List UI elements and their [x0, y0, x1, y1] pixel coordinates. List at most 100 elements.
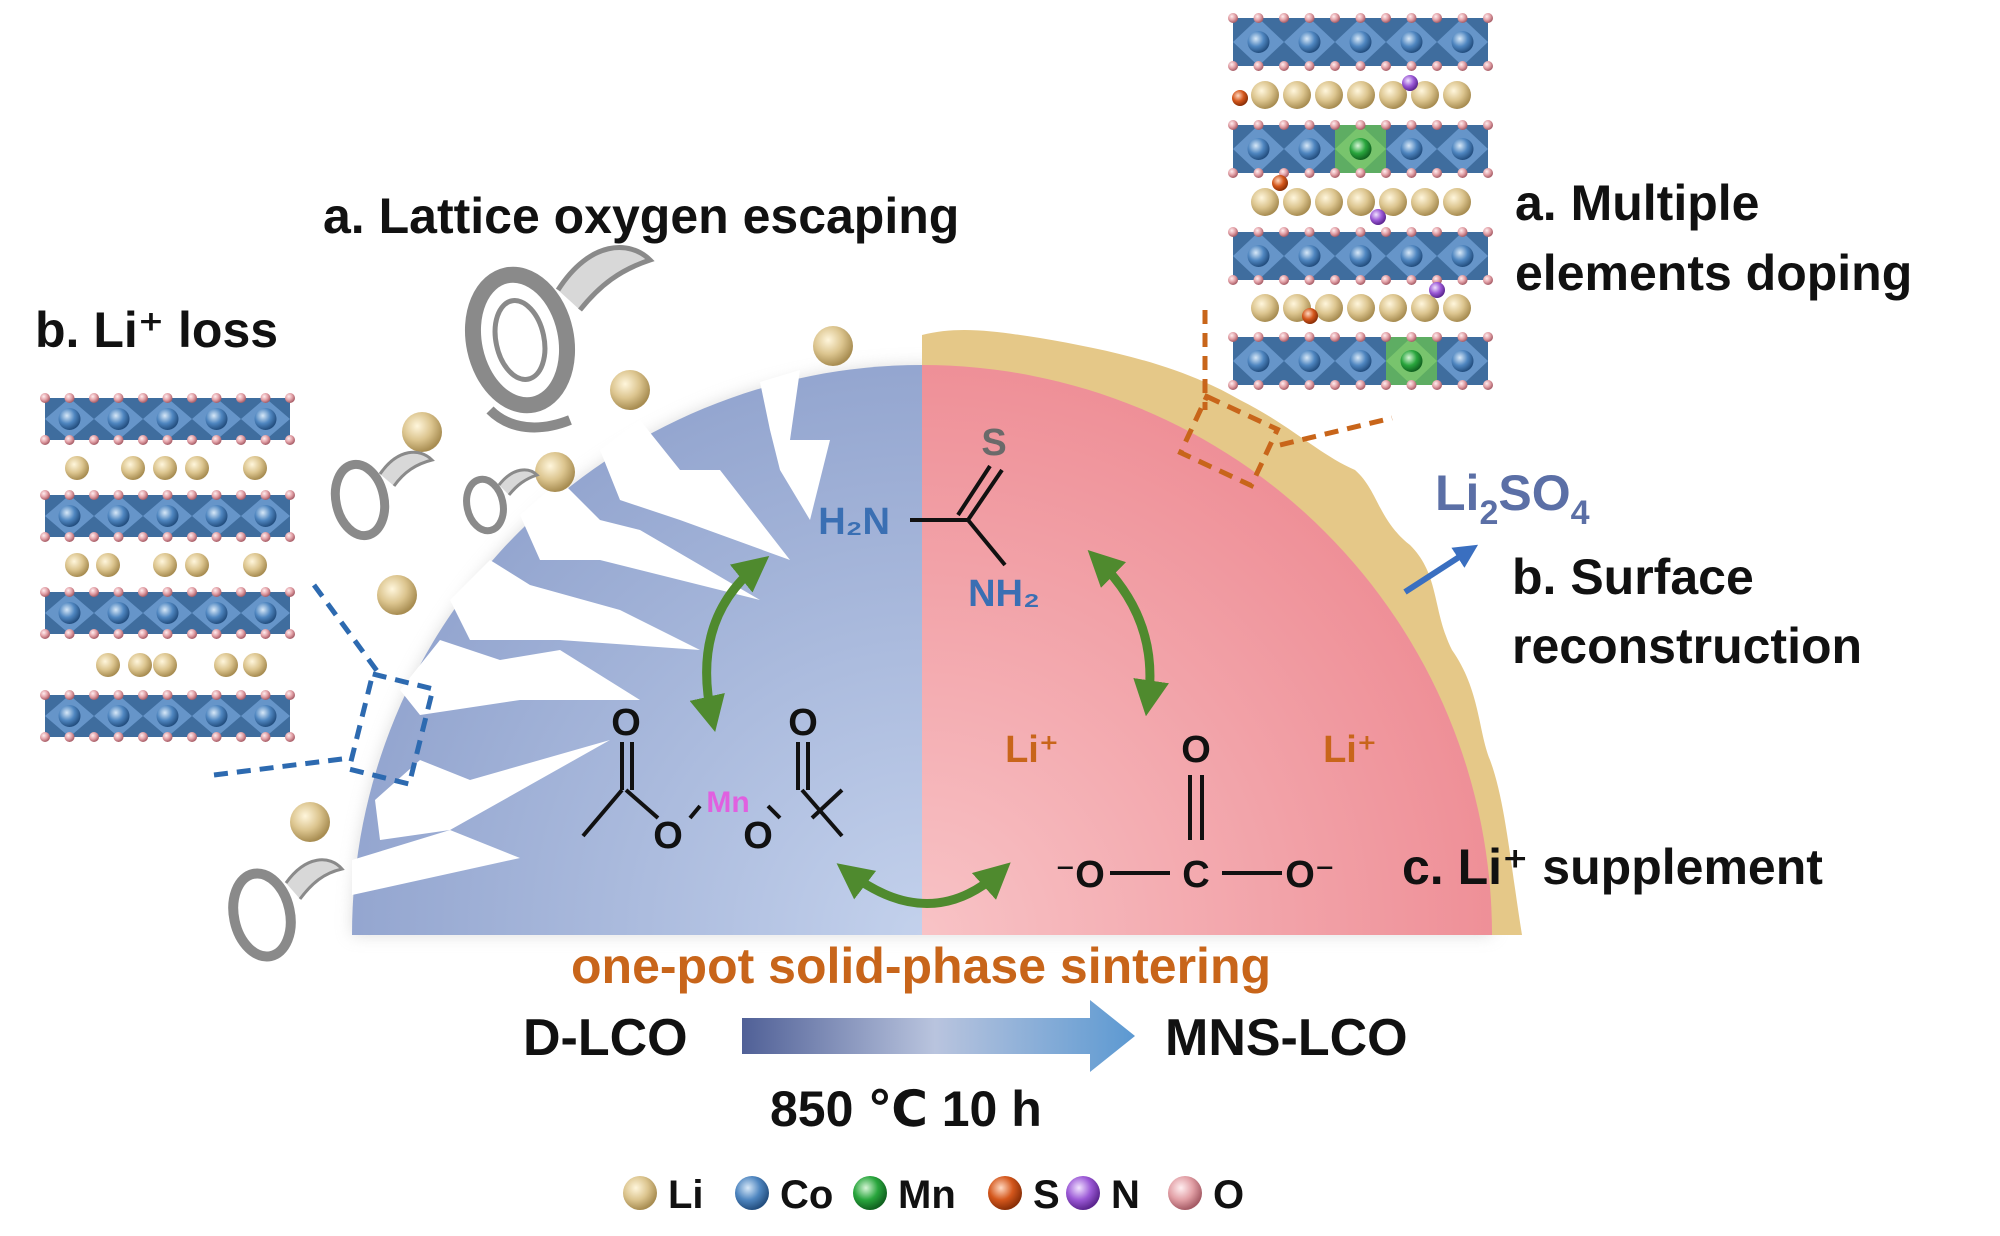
carbonate-molecule	[1110, 775, 1282, 875]
o-atom	[113, 490, 124, 500]
co-atom	[1298, 138, 1321, 160]
o-atom	[1304, 61, 1315, 71]
label-doping-line1: a. Multiple	[1515, 175, 1759, 231]
o-atom	[162, 393, 173, 403]
o-atom	[64, 490, 75, 500]
o-atom	[1483, 380, 1493, 390]
co-atom	[1298, 350, 1321, 372]
o-atom	[211, 732, 222, 742]
particle-cross-section	[352, 329, 1522, 935]
o-atom	[1253, 332, 1264, 342]
o-atom	[211, 393, 222, 403]
o-atom	[1406, 275, 1417, 285]
o-atom	[211, 532, 222, 542]
o-atom	[236, 690, 246, 700]
o-atom	[113, 629, 124, 639]
winged-oxygen-icons	[228, 245, 655, 962]
o-atom	[113, 732, 124, 742]
li-atom	[1379, 81, 1407, 109]
o-atom	[260, 490, 271, 500]
o-atom	[64, 732, 75, 742]
co-atom	[1451, 31, 1474, 53]
o-atom	[211, 490, 222, 500]
acetate-o-top-right: O	[788, 702, 818, 744]
li-atom	[1443, 81, 1471, 109]
o-atom	[138, 587, 148, 597]
manganese-acetate-molecule	[581, 742, 844, 838]
legend-swatch-s	[988, 1176, 1022, 1210]
co-atom	[1298, 245, 1321, 267]
o-atom	[1304, 13, 1315, 23]
o-atom	[1381, 61, 1391, 71]
o-atom	[1381, 380, 1391, 390]
legend-label-o: O	[1213, 1173, 1244, 1217]
li-atom	[128, 653, 152, 677]
winged-oxygen-icon	[330, 450, 435, 541]
li-atom	[1379, 188, 1407, 216]
o-atom	[236, 532, 246, 542]
winged-oxygen-icon	[464, 245, 655, 433]
li-loss-crystal-structure	[40, 393, 295, 742]
o-atom	[1330, 120, 1340, 130]
o-atom	[1432, 332, 1442, 342]
co-atom	[1247, 31, 1270, 53]
legend-label-mn: Mn	[898, 1173, 956, 1217]
li-atom	[1347, 188, 1375, 216]
o-atom	[89, 435, 99, 445]
o-atom	[1228, 120, 1238, 130]
o-atom	[138, 393, 148, 403]
o-atom	[1253, 380, 1264, 390]
acetate-mn: Mn	[706, 786, 749, 819]
o-atom	[1330, 380, 1340, 390]
escaping-li-ions	[290, 326, 853, 842]
li-atom	[1443, 188, 1471, 216]
o-atom	[1381, 168, 1391, 178]
o-atom	[1253, 120, 1264, 130]
o-atom	[162, 532, 173, 542]
legend-swatch-o	[1168, 1176, 1202, 1210]
co-atom	[205, 505, 228, 527]
o-atom	[1432, 120, 1442, 130]
o-atom	[1355, 227, 1366, 237]
o-atom	[1279, 332, 1289, 342]
li-atom	[185, 456, 209, 480]
o-atom	[64, 435, 75, 445]
o-atom	[1483, 61, 1493, 71]
o-atom	[40, 393, 50, 403]
legend-swatch-co	[735, 1176, 769, 1210]
o-atom	[162, 587, 173, 597]
o-atom	[162, 490, 173, 500]
o-atom	[1432, 61, 1442, 71]
o-atom	[138, 532, 148, 542]
co-atom	[1247, 350, 1270, 372]
o-atom	[1381, 227, 1391, 237]
o-atom	[162, 629, 173, 639]
li-atom	[1347, 294, 1375, 322]
o-atom	[187, 732, 197, 742]
label-li-loss: b. Li⁺ loss	[35, 302, 278, 358]
li-atom	[243, 456, 267, 480]
label-doping-line2: elements doping	[1515, 245, 1912, 301]
o-atom	[211, 587, 222, 597]
li-atom	[1251, 188, 1279, 216]
n-atom	[1370, 209, 1386, 225]
co-atom	[1298, 31, 1321, 53]
li-atom	[1283, 188, 1311, 216]
o-atom	[1355, 120, 1366, 130]
o-atom	[89, 532, 99, 542]
li-atom	[1315, 294, 1343, 322]
carbonate-c: C	[1182, 854, 1209, 896]
o-atom	[187, 435, 197, 445]
o-atom	[236, 732, 246, 742]
o-atom	[1330, 227, 1340, 237]
crack-wedges	[352, 370, 830, 935]
acetate-o-right: O	[743, 815, 773, 857]
o-atom	[285, 629, 295, 639]
o-atom	[187, 393, 197, 403]
li2so4-arrow	[1403, 544, 1479, 595]
o-atom	[1457, 227, 1468, 237]
legend-swatch-li	[623, 1176, 657, 1210]
zoom-box-right	[1177, 310, 1393, 489]
co-atom	[107, 602, 130, 624]
o-atom	[1304, 332, 1315, 342]
